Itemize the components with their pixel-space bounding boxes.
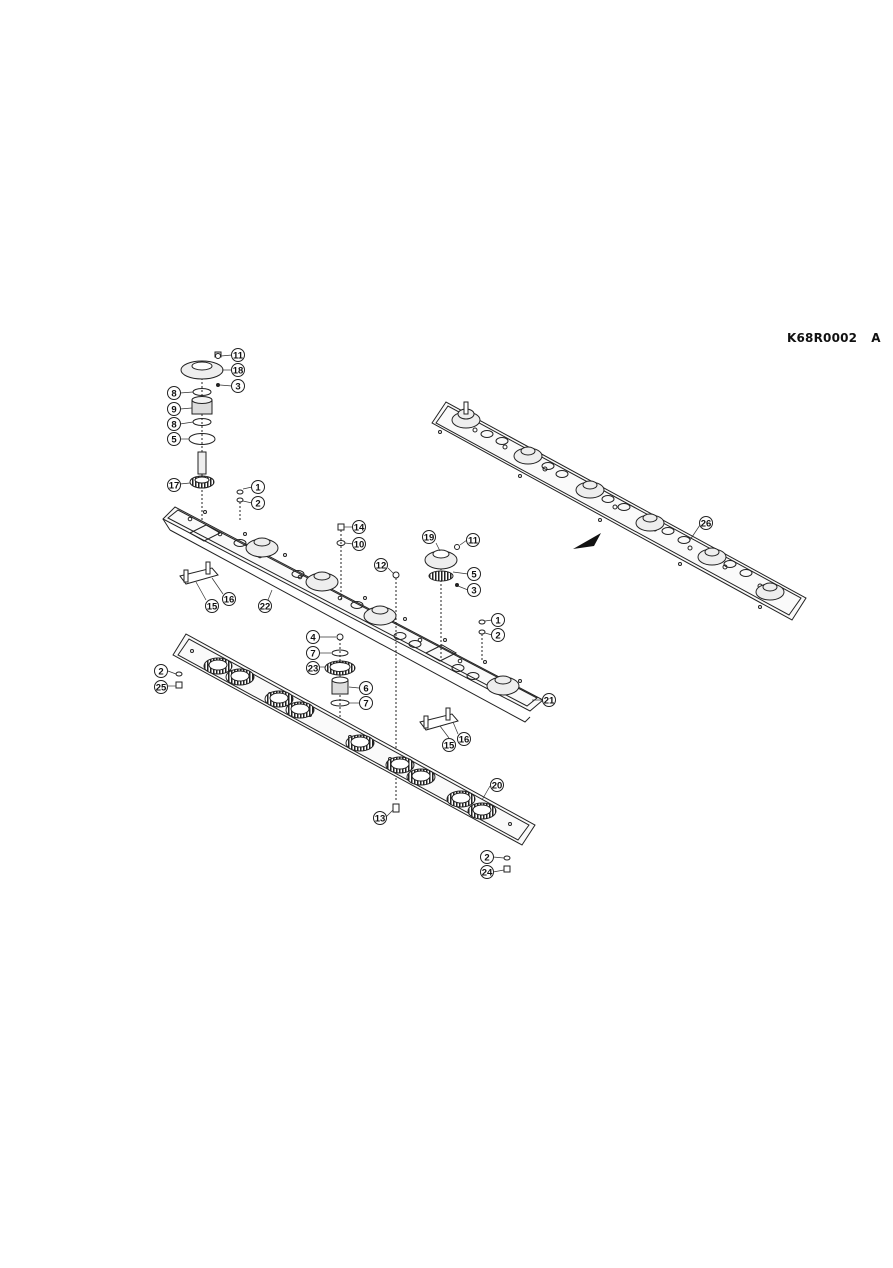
callout-label: 20 <box>492 781 503 792</box>
callout-10: 10 <box>352 537 366 551</box>
callout-16: 16 <box>457 732 471 746</box>
callout-5: 5 <box>167 432 181 446</box>
callout-14: 14 <box>352 520 366 534</box>
assembly-arrow <box>573 533 601 549</box>
callout-19: 19 <box>422 530 436 544</box>
drive-hub-19 <box>424 544 460 660</box>
assembled-bar-hubs <box>451 401 785 601</box>
callout-label: 21 <box>544 696 555 707</box>
drawing-number: K68R0002 <box>787 331 858 345</box>
callout-6: 6 <box>359 681 373 695</box>
input-shaft-stack <box>180 351 224 540</box>
callout-label: 5 <box>171 435 177 446</box>
callout-label: 7 <box>363 699 368 710</box>
callout-label: 5 <box>471 570 477 581</box>
callout-label: 24 <box>482 868 493 879</box>
callout-11: 11 <box>231 348 245 362</box>
callout-2: 2 <box>251 496 265 510</box>
callout-23: 23 <box>306 661 320 675</box>
callout-label: 23 <box>308 664 319 675</box>
callout-label: 10 <box>354 540 365 551</box>
callout-label: 9 <box>171 405 176 416</box>
callout-label: 7 <box>310 649 315 660</box>
callout-1: 1 <box>491 613 505 627</box>
callout-13: 13 <box>373 811 387 825</box>
callout-label: 26 <box>701 519 712 530</box>
tray-gears <box>203 657 497 820</box>
callout-label: 13 <box>375 814 386 825</box>
callout-label: 22 <box>260 602 271 613</box>
callout-label: 12 <box>376 561 387 572</box>
leader-lines <box>167 354 701 873</box>
callout-1: 1 <box>251 480 265 494</box>
callout-22: 22 <box>258 599 272 613</box>
callout-label: 19 <box>424 533 435 544</box>
callout-16: 16 <box>222 592 236 606</box>
callout-12: 12 <box>374 558 388 572</box>
callout-label: 2 <box>158 667 163 678</box>
callout-21: 21 <box>542 693 556 707</box>
callout-label: 11 <box>468 536 479 547</box>
callouts: 11 18 3 8 9 8 5 17 1 2 14 10 19 11 12 5 … <box>154 348 713 879</box>
callout-label: 25 <box>156 683 167 694</box>
drawing-reference: K68R0002 A <box>787 331 881 345</box>
callout-label: 1 <box>495 616 501 627</box>
callout-17: 17 <box>167 478 181 492</box>
callout-label: 4 <box>310 633 316 644</box>
skid-brackets <box>179 561 459 731</box>
callout-label: 14 <box>354 523 365 534</box>
cutterbar-housing <box>162 506 544 723</box>
callout-26: 26 <box>699 516 713 530</box>
callout-label: 8 <box>171 389 176 400</box>
callout-11: 11 <box>466 533 480 547</box>
callout-label: 15 <box>444 741 455 752</box>
assembled-cutterbar <box>431 401 807 621</box>
callout-3: 3 <box>467 583 481 597</box>
callout-label: 1 <box>255 483 261 494</box>
callout-label: 11 <box>233 351 244 362</box>
callout-25: 25 <box>154 680 168 694</box>
callout-label: 8 <box>171 420 176 431</box>
input-shaft-17 <box>197 451 207 475</box>
callout-2: 2 <box>491 628 505 642</box>
callout-20: 20 <box>490 778 504 792</box>
callout-8: 8 <box>167 386 181 400</box>
callout-label: 16 <box>224 595 235 606</box>
assembled-bar-discs <box>480 430 753 577</box>
callout-7: 7 <box>306 646 320 660</box>
callout-label: 2 <box>484 853 489 864</box>
gear-train-tray <box>172 633 536 846</box>
callout-8: 8 <box>167 417 181 431</box>
callout-5: 5 <box>467 567 481 581</box>
callout-15: 15 <box>205 599 219 613</box>
callout-label: 2 <box>255 499 260 510</box>
fasteners <box>175 489 511 873</box>
callout-label: 18 <box>233 366 244 377</box>
callout-label: 2 <box>495 631 500 642</box>
callout-label: 3 <box>235 382 240 393</box>
callout-label: 3 <box>471 586 476 597</box>
callout-9: 9 <box>167 402 181 416</box>
callout-15: 15 <box>442 738 456 752</box>
callout-label: 6 <box>363 684 368 695</box>
callout-4: 4 <box>306 630 320 644</box>
callout-7: 7 <box>359 696 373 710</box>
housing-hubs <box>245 537 520 696</box>
callout-18: 18 <box>231 363 245 377</box>
callout-2: 2 <box>154 664 168 678</box>
callout-label: 15 <box>207 602 218 613</box>
callout-3: 3 <box>231 379 245 393</box>
callout-2: 2 <box>480 850 494 864</box>
callout-label: 16 <box>459 735 470 746</box>
callout-label: 17 <box>169 481 180 492</box>
callout-24: 24 <box>480 865 494 879</box>
drawing-revision: A <box>871 331 881 345</box>
